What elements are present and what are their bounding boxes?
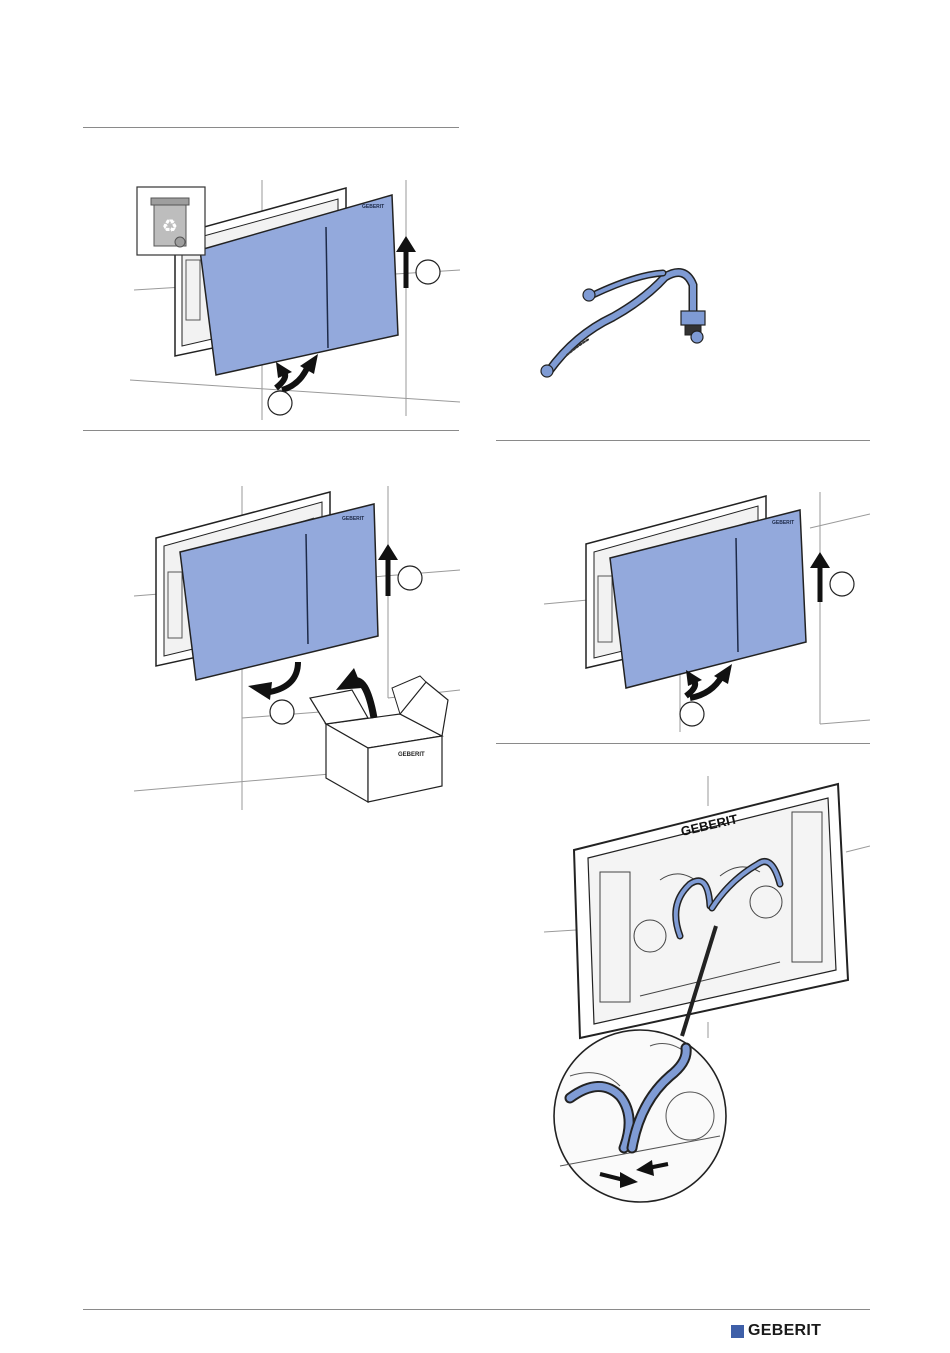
step-marker: [270, 700, 294, 724]
rotate-arrow-icon: [248, 662, 298, 700]
divider-middle-right: [496, 440, 870, 441]
arrow-up-icon: [810, 552, 830, 602]
arrow-up-icon: [396, 236, 416, 288]
logo-square-icon: [731, 1325, 744, 1338]
recycle-bin-icon: ♻: [137, 187, 205, 255]
hose-icon: [541, 273, 705, 378]
step-marker: [416, 260, 440, 284]
divider-footer: [83, 1309, 870, 1310]
figure-hose-kit: [535, 255, 715, 385]
box-brand-label: GEBERIT: [398, 752, 425, 758]
box-icon: GEBERIT: [310, 668, 448, 802]
step-marker: [830, 572, 854, 596]
step-marker: [268, 391, 292, 415]
brand-logo: GEBERIT: [731, 1320, 821, 1342]
step-marker: [398, 566, 422, 590]
arrow-up-icon: [378, 544, 398, 596]
logo-text: GEBERIT: [748, 1322, 821, 1340]
divider-lower-right: [496, 743, 870, 744]
panel-brand-mark: GEBERIT: [362, 204, 384, 210]
figure-remove-panel-recycle: GEBERIT ♻: [130, 180, 465, 420]
svg-text:♻: ♻: [162, 216, 178, 237]
step-marker: [680, 702, 704, 726]
figure-frame-hose-detail: GEBERIT: [540, 776, 870, 1206]
panel-brand-mark: GEBERIT: [772, 520, 794, 526]
divider-middle-left: [83, 430, 459, 431]
figure-install-panel: GEBERIT: [540, 492, 870, 732]
figure-remove-panel-to-box: GEBERIT GEBERIT: [130, 486, 465, 816]
magnifier-detail-icon: [554, 1030, 726, 1202]
divider-top-left: [83, 127, 459, 128]
panel-brand-mark: GEBERIT: [342, 516, 364, 522]
